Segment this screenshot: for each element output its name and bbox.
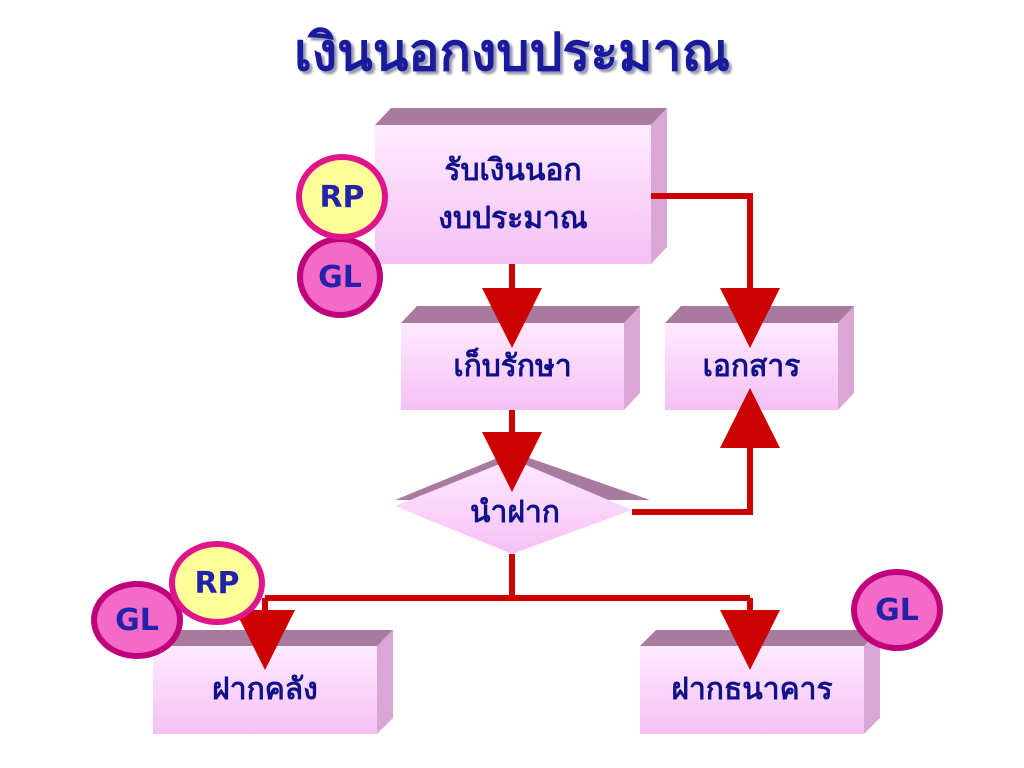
node-receive: รับเงินนอก งบประมาณ (375, 125, 651, 264)
badge-rp-bottom: RP (169, 541, 265, 625)
node-receive-line1: รับเงินนอก (444, 152, 582, 188)
node-treasury-label: ฝากคลัง (212, 672, 318, 707)
node-deposit: นำฝาก (440, 485, 590, 540)
node-receive-box (375, 108, 667, 264)
node-deposit-label: นำฝาก (470, 494, 560, 530)
node-document-label: เอกสาร (702, 348, 801, 384)
arrow-deposit-to-document (632, 388, 780, 515)
node-treasury: ฝากคลัง (153, 646, 377, 734)
node-bank-label: ฝากธนาคาร (671, 672, 833, 707)
node-receive-line2: งบประมาณ (438, 200, 588, 236)
node-keep-label: เก็บรักษา (453, 348, 572, 384)
badge-gl-top: GL (297, 236, 383, 318)
node-bank: ฝากธนาคาร (640, 646, 864, 734)
node-keep: เก็บรักษา (401, 323, 624, 410)
badge-gl-right: GL (851, 569, 943, 651)
badge-gl-bottom: GL (91, 581, 183, 659)
badge-rp-top: RP (296, 154, 388, 240)
page-title: เงินนอกงบประมาณ (294, 22, 730, 83)
node-document: เอกสาร (665, 323, 838, 410)
arrow-receive-to-document (651, 193, 780, 348)
